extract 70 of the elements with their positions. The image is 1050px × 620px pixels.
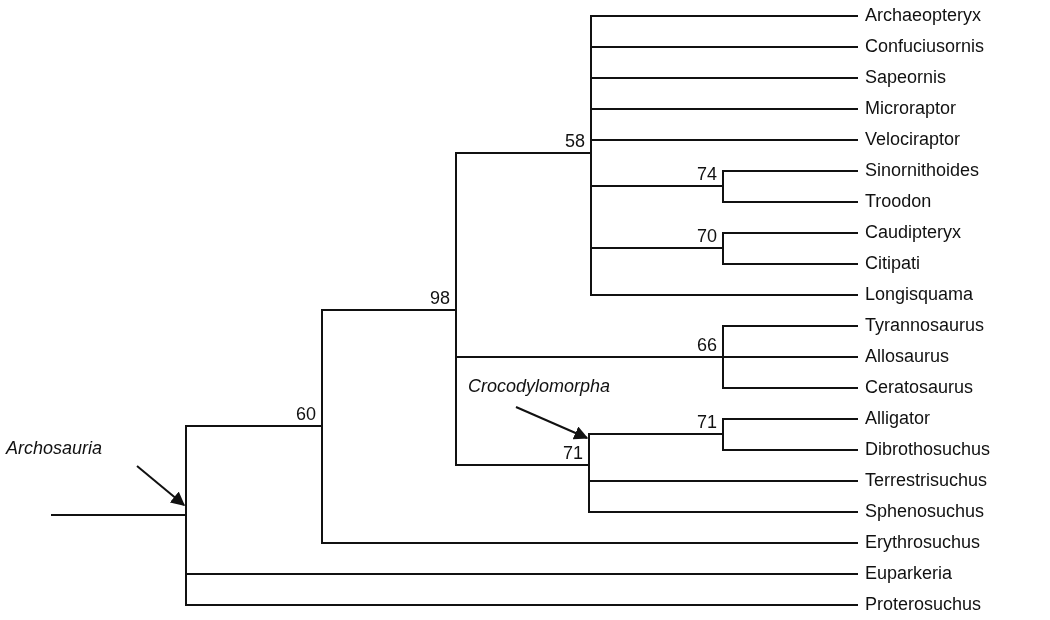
taxon-label: Archaeopteryx xyxy=(865,4,982,26)
branch-line xyxy=(186,604,859,606)
taxon-label: Proterosuchus xyxy=(865,593,982,615)
branch-line xyxy=(591,108,859,110)
branch-line xyxy=(456,464,589,466)
branch-line xyxy=(589,433,723,435)
branch-node-line xyxy=(722,170,724,203)
support-value: 60 xyxy=(295,404,316,424)
taxon-label: Troodon xyxy=(865,190,932,212)
branch-line xyxy=(723,232,859,234)
branch-line xyxy=(723,356,859,358)
branch-line xyxy=(591,77,859,79)
branch-line xyxy=(723,263,859,265)
taxon-label: Dibrothosuchus xyxy=(865,438,991,460)
taxon-label: Terrestrisuchus xyxy=(865,469,988,491)
branch-line xyxy=(186,425,322,427)
support-value: 71 xyxy=(696,412,717,432)
taxon-label: Erythrosuchus xyxy=(865,531,981,553)
branch-node-line xyxy=(722,232,724,265)
support-value: 58 xyxy=(564,131,585,151)
branch-line xyxy=(591,46,859,48)
taxon-label: Allosaurus xyxy=(865,345,950,367)
support-value: 74 xyxy=(696,164,717,184)
branch-line xyxy=(322,542,859,544)
branch-line xyxy=(723,325,859,327)
arrow xyxy=(136,465,186,506)
branch-line xyxy=(186,573,859,575)
taxon-label: Sapeornis xyxy=(865,66,947,88)
taxon-label: Caudipteryx xyxy=(865,221,962,243)
taxon-label: Sinornithoides xyxy=(865,159,980,181)
branch-line xyxy=(591,294,859,296)
taxon-label: Confuciusornis xyxy=(865,35,985,57)
taxon-label: Alligator xyxy=(865,407,931,429)
support-value: 66 xyxy=(696,335,717,355)
clade-label: Archosauria xyxy=(6,437,103,459)
branch-line xyxy=(50,514,186,516)
taxon-label: Euparkeria xyxy=(865,562,953,584)
support-value: 98 xyxy=(429,288,450,308)
branch-node-line xyxy=(590,15,592,296)
branch-line xyxy=(723,201,859,203)
taxon-label: Microraptor xyxy=(865,97,957,119)
branch-node-line xyxy=(185,425,187,606)
taxon-label: Longisquama xyxy=(865,283,974,305)
branch-node-line xyxy=(722,418,724,451)
taxon-label: Citipati xyxy=(865,252,921,274)
branch-line xyxy=(723,418,859,420)
branch-line xyxy=(591,247,723,249)
branch-line xyxy=(456,152,591,154)
branch-line xyxy=(591,15,859,17)
branch-node-line xyxy=(455,152,457,466)
support-value: 71 xyxy=(562,443,583,463)
branch-line xyxy=(589,511,859,513)
taxon-label: Tyrannosaurus xyxy=(865,314,985,336)
clade-label: Crocodylomorpha xyxy=(468,375,611,397)
support-value: 70 xyxy=(696,226,717,246)
taxon-label: Sphenosuchus xyxy=(865,500,985,522)
branch-line xyxy=(322,309,456,311)
arrow xyxy=(515,406,589,440)
taxon-label: Velociraptor xyxy=(865,128,961,150)
branch-line xyxy=(723,387,859,389)
branch-line xyxy=(723,170,859,172)
branch-node-line xyxy=(722,325,724,389)
branch-line xyxy=(723,449,859,451)
branch-line xyxy=(591,139,859,141)
branch-node-line xyxy=(321,309,323,544)
taxon-label: Ceratosaurus xyxy=(865,376,974,398)
branch-line xyxy=(589,480,859,482)
branch-line xyxy=(456,356,723,358)
branch-line xyxy=(591,185,723,187)
branch-node-line xyxy=(588,433,590,513)
